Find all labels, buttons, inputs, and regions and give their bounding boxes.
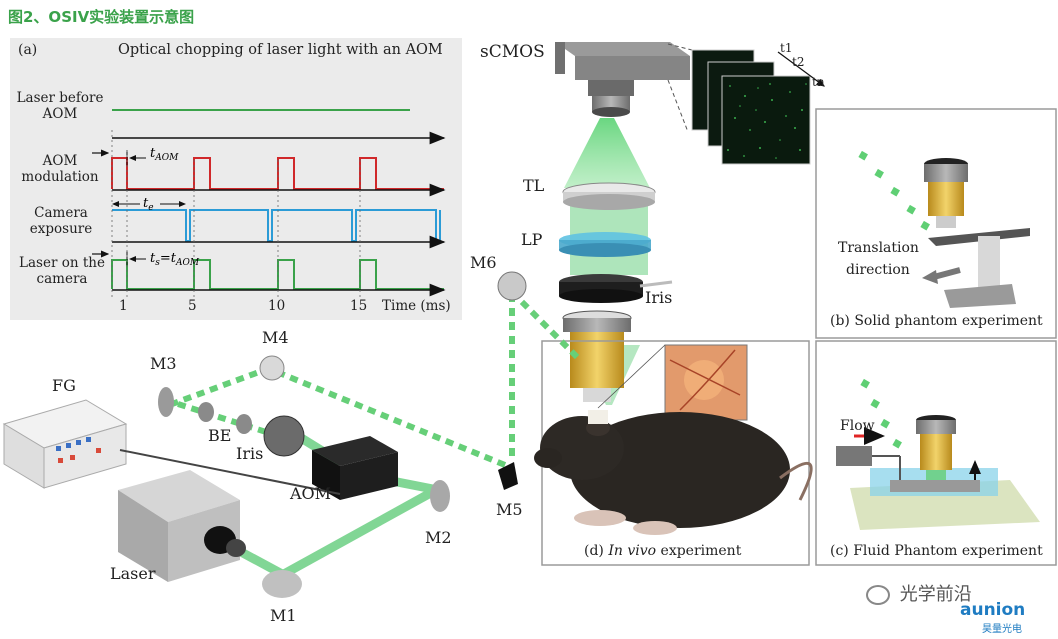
beam-cone [564,118,650,188]
label-translation: Translation [838,240,919,256]
mirror-m3 [158,387,174,417]
laser-head [118,470,246,582]
label-be: BE [208,426,232,445]
laser-on-trace [111,259,444,290]
label-m6: M6 [470,253,497,272]
panel-a-title: Optical chopping of laser light with an … [118,42,443,58]
wechat-icon [866,585,890,605]
solid-phantom-illustration [858,150,1030,308]
beam-expander-2 [236,414,252,434]
label-flow: Flow [840,418,875,434]
watermark-wechat: 光学前沿 [866,580,972,606]
label-laser-on-camera: Laser on the camera [19,255,105,287]
panel-c-box [815,340,1057,566]
label-t1: t1 [780,41,793,55]
caption-d: (d) In vivo experiment [584,543,742,559]
tick-10: 10 [268,298,286,314]
label-m1: M1 [270,606,297,625]
label-t2: t2 [792,55,805,69]
tick-15: 15 [350,298,368,314]
caption-d-italic: In vivo [608,543,657,559]
watermark-wechat-text: 光学前沿 [899,584,972,605]
tick-1: 1 [119,298,128,314]
label-aom-modulation: AOM modulation [21,153,99,185]
caption-b: (b) Solid phantom experiment [830,313,1043,329]
mouse-illustration [534,410,813,535]
iris-lower [263,415,305,457]
mirror-m1 [262,570,302,598]
panel-b-box [815,108,1057,339]
timing-diagram: tAOM te ts=tAOM [92,109,446,298]
watermark-brand-cn: 昊量光电 [982,624,1022,635]
illumination-path [170,289,583,468]
aom-trace [111,157,444,190]
label-fg: FG [52,376,76,395]
caption-c: (c) Fluid Phantom experiment [830,543,1043,559]
label-laser: Laser [110,564,156,583]
label-laser-before: Laser before AOM [16,90,104,122]
timing-panel [10,38,462,320]
label-lp: LP [521,230,543,249]
label-camera-exposure: Camera exposure [29,205,93,237]
fluid-phantom-illustration [836,378,1040,530]
aom-device [312,436,398,500]
label-tn: tn [812,75,825,89]
scmos-camera [555,42,690,117]
panel-a-tag: (a) [18,42,38,58]
mirror-m4 [259,355,285,381]
label-m5: M5 [496,500,523,519]
mirror-m5 [498,462,518,490]
label-scmos: sCMOS [480,42,545,62]
function-generator [2,399,341,495]
beam-expander-1 [198,402,214,422]
label-tl: TL [523,176,545,195]
label-m4: M4 [262,328,289,347]
label-iris-upper: Iris [645,288,673,307]
caption-d-rest: experiment [656,543,742,559]
mirror-m2 [430,480,450,512]
tick-5: 5 [188,298,197,314]
camera-trace [112,209,441,242]
mirror-m6 [497,271,527,301]
label-m3: M3 [150,354,177,373]
label-aom: AOM [290,484,332,503]
label-direction: direction [846,262,910,278]
t-e-label: te [143,196,154,213]
time-axis-label: Time (ms) [382,298,451,314]
label-iris-lower: Iris [236,444,264,463]
speckle-frames [691,49,811,165]
watermark-brand: aunion [960,600,1026,620]
label-m2: M2 [425,528,452,547]
figure-title: 图2、OSIV实验装置示意图 [8,8,195,26]
